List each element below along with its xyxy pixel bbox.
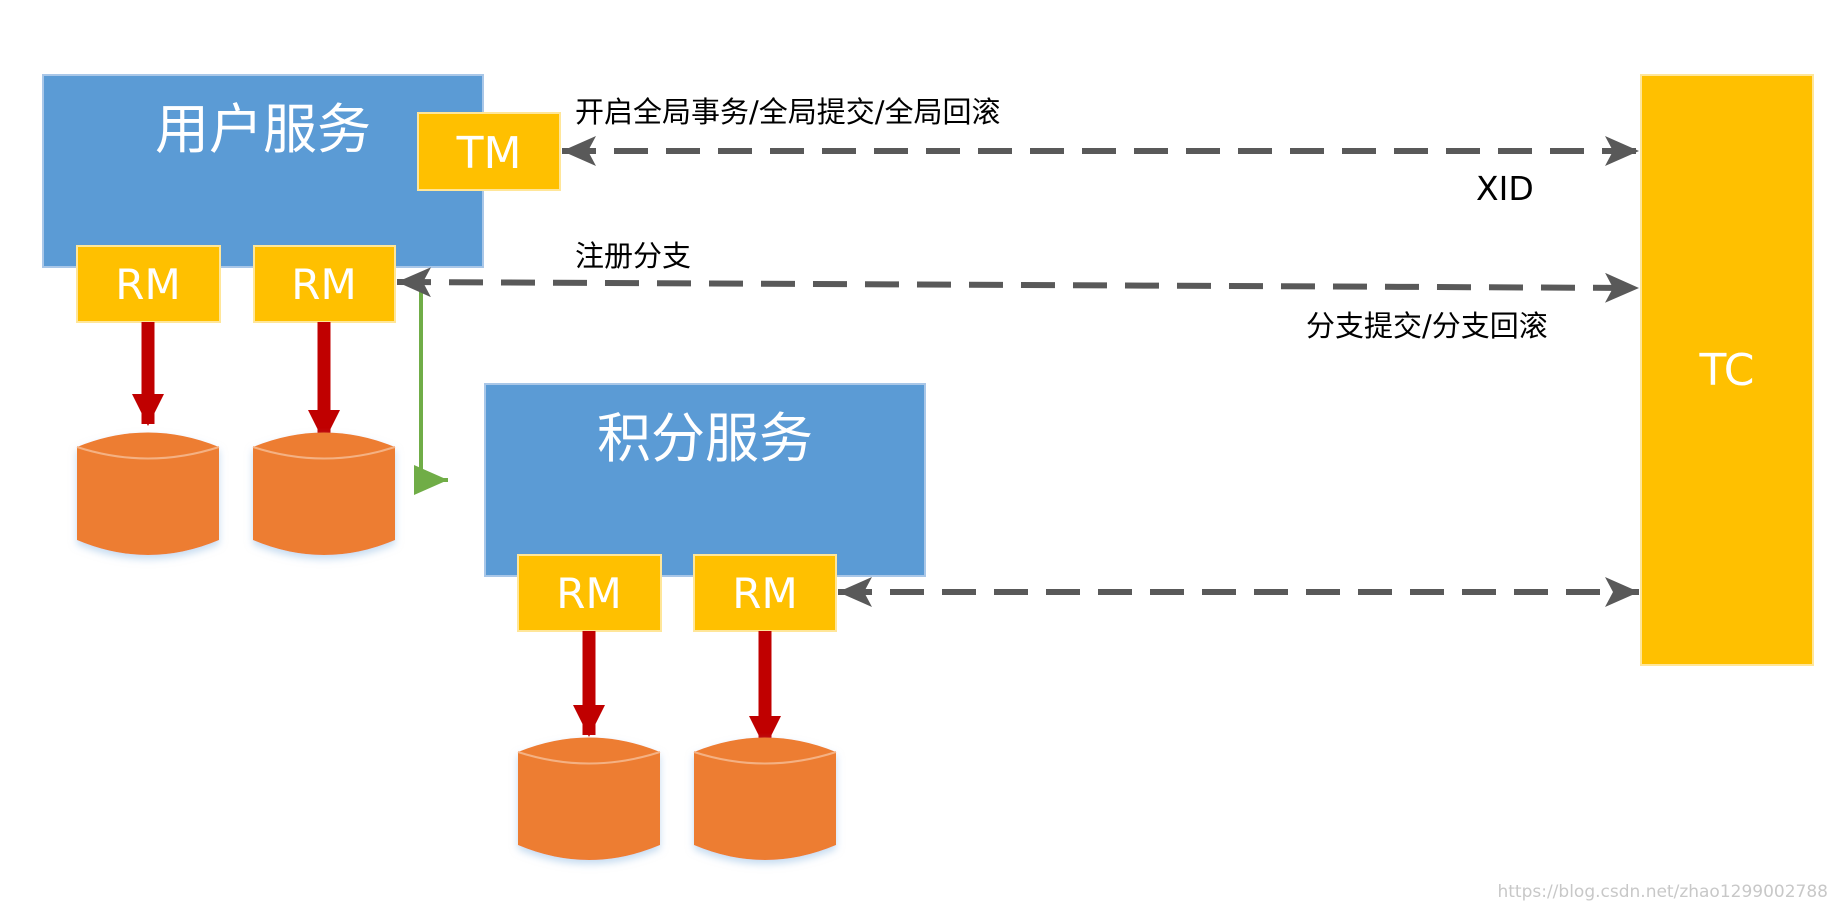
points-rm-label-1: RM [556, 569, 621, 618]
register-branch-label: 注册分支 [575, 239, 691, 273]
xid-label: XID [1476, 169, 1534, 208]
watermark: https://blog.csdn.net/zhao1299002788 [1497, 882, 1828, 902]
points-rm-box-2 [693, 554, 837, 632]
points-service-box [484, 383, 926, 577]
tc-label: TC [1698, 345, 1754, 396]
global-tx-label: 开启全局事务/全局提交/全局回滚 [575, 95, 1001, 129]
points-service-title: 积分服务 [597, 407, 813, 470]
tc-box [1640, 74, 1814, 666]
user-service-title: 用户服务 [155, 98, 371, 161]
points-rm-box-1 [517, 554, 662, 632]
user-rm-label-1: RM [115, 260, 180, 309]
tm-label: TM [456, 128, 522, 179]
user-db-2 [252, 432, 396, 555]
points-rm-label-2: RM [732, 569, 797, 618]
user-rm-label-2: RM [291, 260, 356, 309]
user-db-1 [76, 432, 220, 555]
tm-box [417, 112, 561, 191]
points-db-1 [517, 737, 661, 860]
points-db-2 [693, 737, 837, 860]
user-rm-box-2 [253, 245, 396, 323]
user-rm-box-1 [76, 245, 221, 323]
branch-commit-rollback-label: 分支提交/分支回滚 [1306, 309, 1548, 343]
user-service-box [42, 74, 484, 268]
rm-tc-register-branch-arrow [396, 267, 1640, 303]
call-points-service-arrow [414, 286, 448, 495]
